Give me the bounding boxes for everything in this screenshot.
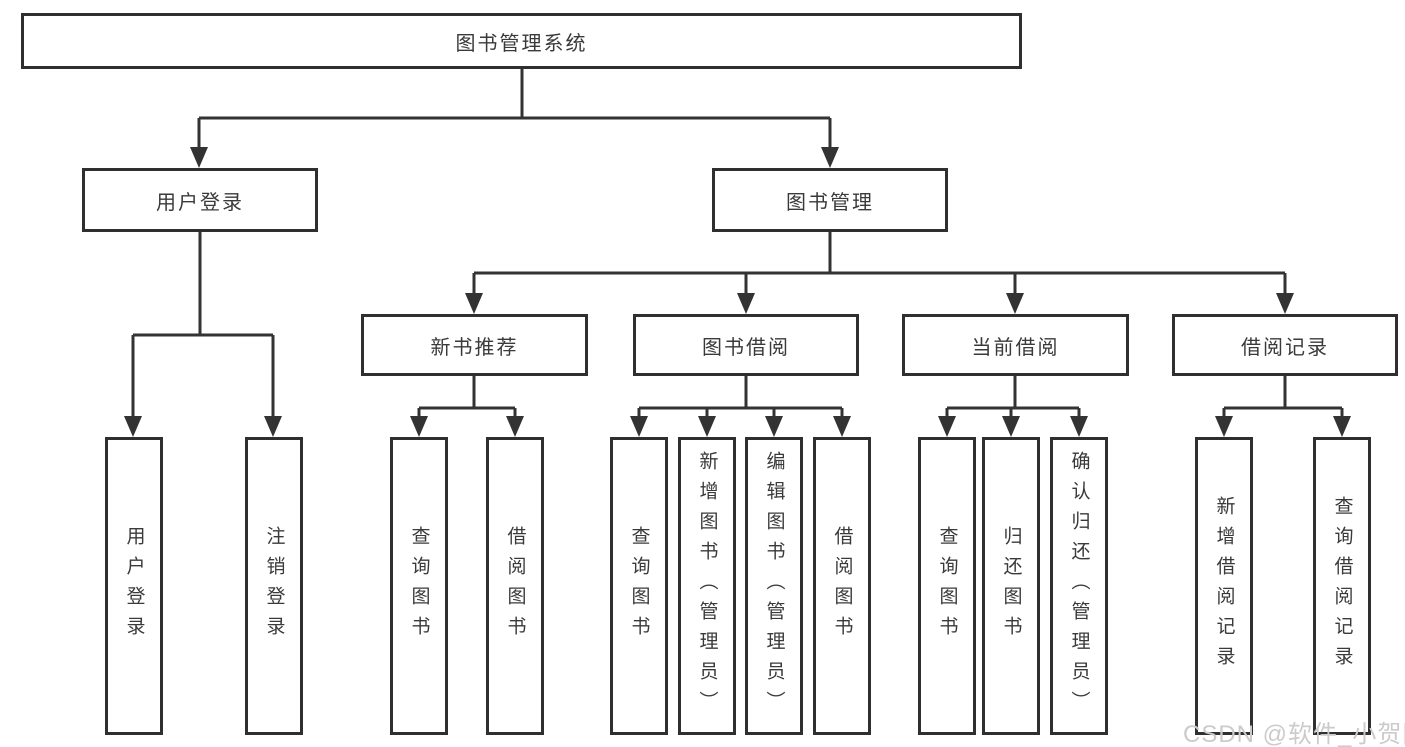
arrowheads	[124, 147, 1351, 437]
node-label: 新书推荐	[430, 336, 519, 359]
node-label: 借阅图书	[504, 526, 526, 646]
node-label: 确认归还（管理员）	[1068, 451, 1090, 721]
node-book-borrowing: 图书借阅	[633, 314, 859, 376]
node-label: 归还图书	[1000, 526, 1022, 646]
leaf-user-login: 用户登录	[105, 437, 163, 735]
node-current-borrowing: 当前借阅	[902, 314, 1129, 376]
leaf-return-book: 归还图书	[982, 437, 1040, 735]
node-label: 编辑图书（管理员）	[763, 451, 785, 721]
leaf-query-books-current: 查询图书	[918, 437, 976, 735]
node-label: 新增图书（管理员）	[696, 451, 718, 721]
node-label: 用户登录	[156, 191, 244, 214]
node-label: 查询图书	[628, 526, 650, 646]
leaf-edit-book-admin: 编辑图书（管理员）	[745, 437, 803, 735]
leaf-logout: 注销登录	[245, 437, 303, 735]
node-label: 注销登录	[263, 526, 285, 646]
leaf-query-books-borrow: 查询图书	[610, 437, 668, 735]
node-label: 借阅记录	[1241, 336, 1329, 359]
node-user-login: 用户登录	[82, 168, 318, 232]
csdn-watermark: CSDN @软件_小贺同学	[1183, 721, 1405, 747]
node-new-book-recommend: 新书推荐	[361, 314, 588, 376]
leaf-query-borrow-record: 查询借阅记录	[1313, 437, 1371, 735]
node-label: 新增借阅记录	[1213, 496, 1235, 676]
node-label: 图书管理	[786, 191, 874, 214]
node-label: 当前借阅	[971, 336, 1060, 359]
node-borrowing-records: 借阅记录	[1172, 314, 1398, 376]
leaf-borrow-books-recommend: 借阅图书	[486, 437, 544, 735]
leaf-add-borrow-record: 新增借阅记录	[1195, 437, 1253, 735]
node-label: 图书管理系统	[455, 32, 588, 55]
leaf-add-book-admin: 新增图书（管理员）	[678, 437, 736, 735]
node-label: 用户登录	[123, 526, 145, 646]
node-label: 借阅图书	[831, 526, 853, 646]
node-label: 查询图书	[408, 526, 430, 646]
node-label: 查询借阅记录	[1331, 496, 1353, 676]
leaf-query-books-recommend: 查询图书	[390, 437, 448, 735]
node-label: 查询图书	[936, 526, 958, 646]
node-label: 图书借阅	[702, 336, 790, 359]
node-book-management: 图书管理	[712, 168, 948, 232]
leaf-confirm-return-admin: 确认归还（管理员）	[1050, 437, 1108, 735]
node-library-system: 图书管理系统	[21, 13, 1022, 69]
leaf-borrow-books: 借阅图书	[813, 437, 871, 735]
